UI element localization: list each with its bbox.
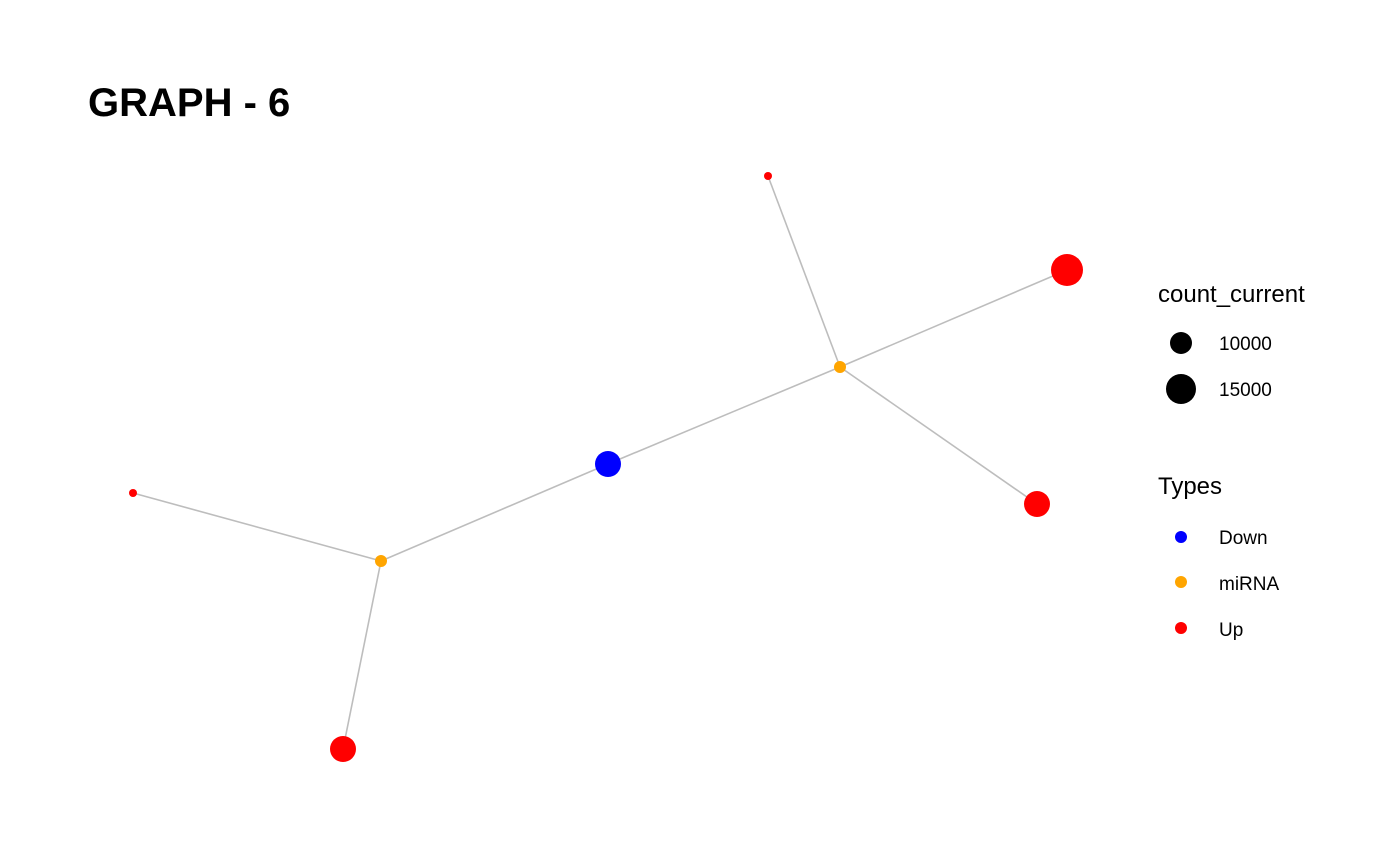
edge-layer	[132, 175, 1068, 750]
graph-title: GRAPH - 6	[88, 81, 290, 125]
graph-edge	[839, 269, 1068, 368]
node-layer	[129, 172, 1083, 762]
legend: count_current 10000 15000 Types Down miR…	[1158, 281, 1305, 641]
graph-edge	[607, 366, 841, 465]
graph-edge	[839, 366, 1038, 505]
legend-size-label: 15000	[1219, 380, 1272, 401]
graph-node-mirna	[375, 555, 387, 567]
legend-size-label: 10000	[1219, 334, 1272, 355]
graph-node-up	[1024, 491, 1050, 517]
graph-node-up	[764, 172, 772, 180]
graph-node-mirna	[834, 361, 846, 373]
graph-edge	[132, 492, 382, 562]
legend-size-key-10000	[1170, 332, 1192, 354]
legend-type-title: Types	[1158, 473, 1222, 500]
graph-node-up	[1051, 254, 1083, 286]
legend-type-key-down	[1175, 531, 1187, 543]
legend-type-key-up	[1175, 622, 1187, 634]
graph-edge	[380, 463, 609, 562]
graph-edge	[767, 175, 841, 368]
legend-type-label-down: Down	[1219, 528, 1268, 549]
legend-type-key-mirna	[1175, 576, 1187, 588]
graph-node-up	[129, 489, 137, 497]
graph-node-up	[330, 736, 356, 762]
legend-size-key-15000	[1166, 374, 1196, 404]
legend-size-title: count_current	[1158, 281, 1305, 308]
legend-type-label-mirna: miRNA	[1219, 574, 1279, 595]
graph-node-down	[595, 451, 621, 477]
graph-edge	[342, 560, 382, 750]
legend-type-label-up: Up	[1219, 620, 1243, 641]
